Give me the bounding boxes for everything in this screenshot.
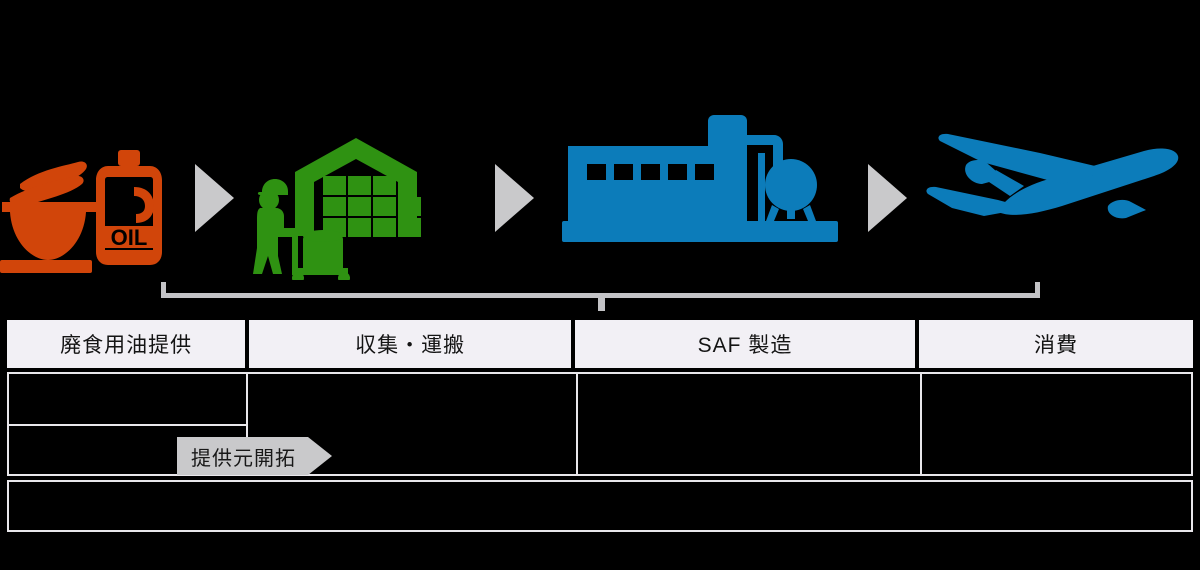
- flow-arrow-icon-3: [868, 164, 907, 232]
- table-header-cell-3: 消費: [918, 320, 1193, 368]
- svg-text:OIL: OIL: [111, 225, 148, 250]
- bracket-left-leg: [161, 282, 166, 298]
- process-table: 廃食用油提供 収集・運搬 SAF 製造 消費: [7, 320, 1193, 532]
- bracket-right-leg: [1035, 282, 1040, 298]
- used-cooking-oil-icon: OIL: [0, 150, 185, 280]
- banner-label: 提供元開拓: [177, 437, 308, 475]
- collection-warehouse-icon: [248, 136, 480, 285]
- table-header-cell-2: SAF 製造: [575, 320, 915, 368]
- bracket-bar: [161, 293, 1040, 298]
- table-cell-0-0: [7, 372, 248, 426]
- table-footer-row: [7, 480, 1193, 532]
- provider-development-banner: 提供元開拓: [177, 437, 332, 475]
- process-flow-icons: OIL: [0, 113, 1184, 285]
- table-header-label: 廃食用油提供: [60, 334, 193, 357]
- bracket-center-tick: [598, 297, 605, 311]
- flow-arrow-icon-1: [195, 164, 234, 232]
- saf-refinery-plant-icon: [562, 113, 850, 255]
- table-header-cell-1: 収集・運搬: [249, 320, 572, 368]
- table-header-label: 消費: [1033, 334, 1078, 357]
- table-cell-0-3: [922, 372, 1193, 476]
- flow-arrow-icon-2: [495, 164, 534, 232]
- scope-bracket: [161, 282, 1040, 311]
- table-header-row: 廃食用油提供 収集・運搬 SAF 製造 消費: [7, 320, 1193, 368]
- table-cell-0-2: [578, 372, 922, 476]
- table-header-label: SAF 製造: [697, 334, 793, 357]
- banner-arrow-head-icon: [308, 437, 332, 475]
- table-header-cell-0: 廃食用油提供: [7, 320, 246, 368]
- table-header-label: 収集・運搬: [355, 334, 466, 357]
- airplane-icon: [912, 118, 1184, 245]
